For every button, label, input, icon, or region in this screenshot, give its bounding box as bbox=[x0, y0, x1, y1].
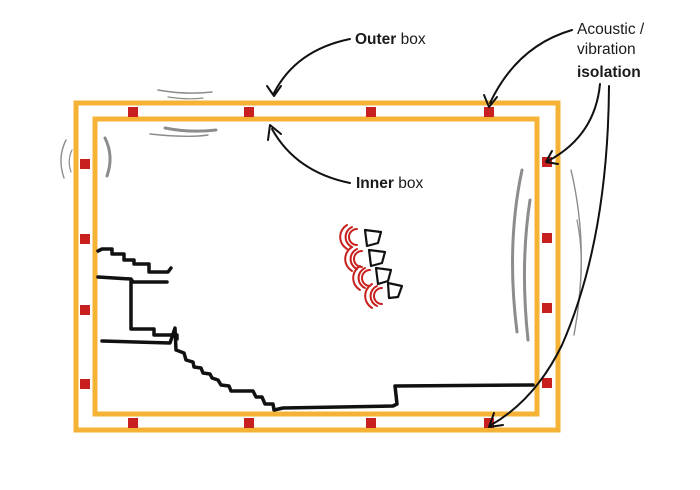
inner-box-label: Inner box bbox=[356, 175, 423, 192]
isolation-label-line3: isolation bbox=[577, 64, 641, 81]
isolation-label-line2: vibration bbox=[577, 41, 636, 58]
outer-box-label-rest: box bbox=[401, 31, 426, 48]
isolator-top-1 bbox=[128, 107, 138, 117]
isolation-arrow-3 bbox=[490, 85, 610, 426]
isolator-top-2 bbox=[244, 107, 254, 117]
isolation-label-line1: Acoustic / bbox=[577, 21, 645, 38]
stairs-outline bbox=[96, 247, 535, 412]
outer-box-arrow bbox=[273, 38, 351, 94]
isolator-left-1 bbox=[80, 159, 90, 169]
isolator-bottom-2 bbox=[244, 418, 254, 428]
inner-box-arrow bbox=[271, 128, 351, 184]
isolator-bottom-3 bbox=[366, 418, 376, 428]
inner-box-label-bold: Inner bbox=[356, 175, 394, 192]
isolator-left-3 bbox=[80, 305, 90, 315]
inner-box-label-rest: box bbox=[398, 175, 423, 192]
sound-waves bbox=[60, 89, 583, 342]
vibration-source-icon bbox=[363, 228, 404, 300]
sound-wave-left bbox=[103, 136, 112, 178]
isolator-bottom-4 bbox=[484, 418, 494, 428]
isolation-arrow-1 bbox=[489, 29, 573, 104]
isolator-top-4 bbox=[484, 107, 494, 117]
outer-box-label-bold: Outer bbox=[355, 31, 396, 48]
outer-box-label: Outer box bbox=[355, 31, 426, 48]
isolator-left-2 bbox=[80, 234, 90, 244]
sound-wave-right bbox=[511, 168, 524, 334]
vibration-arcs bbox=[339, 224, 383, 309]
annotation-arrows bbox=[266, 29, 610, 428]
isolation-arrow-2 bbox=[547, 83, 601, 162]
isolator-bottom-1 bbox=[128, 418, 138, 428]
isolators bbox=[80, 107, 552, 428]
isolator-top-3 bbox=[366, 107, 376, 117]
inner-box bbox=[92, 116, 540, 417]
isolator-right-4 bbox=[542, 378, 552, 388]
outer-box bbox=[73, 100, 561, 433]
isolator-left-4 bbox=[80, 379, 90, 389]
isolator-right-2 bbox=[542, 233, 552, 243]
sound-wave-top bbox=[163, 126, 218, 133]
isolator-right-3 bbox=[542, 303, 552, 313]
